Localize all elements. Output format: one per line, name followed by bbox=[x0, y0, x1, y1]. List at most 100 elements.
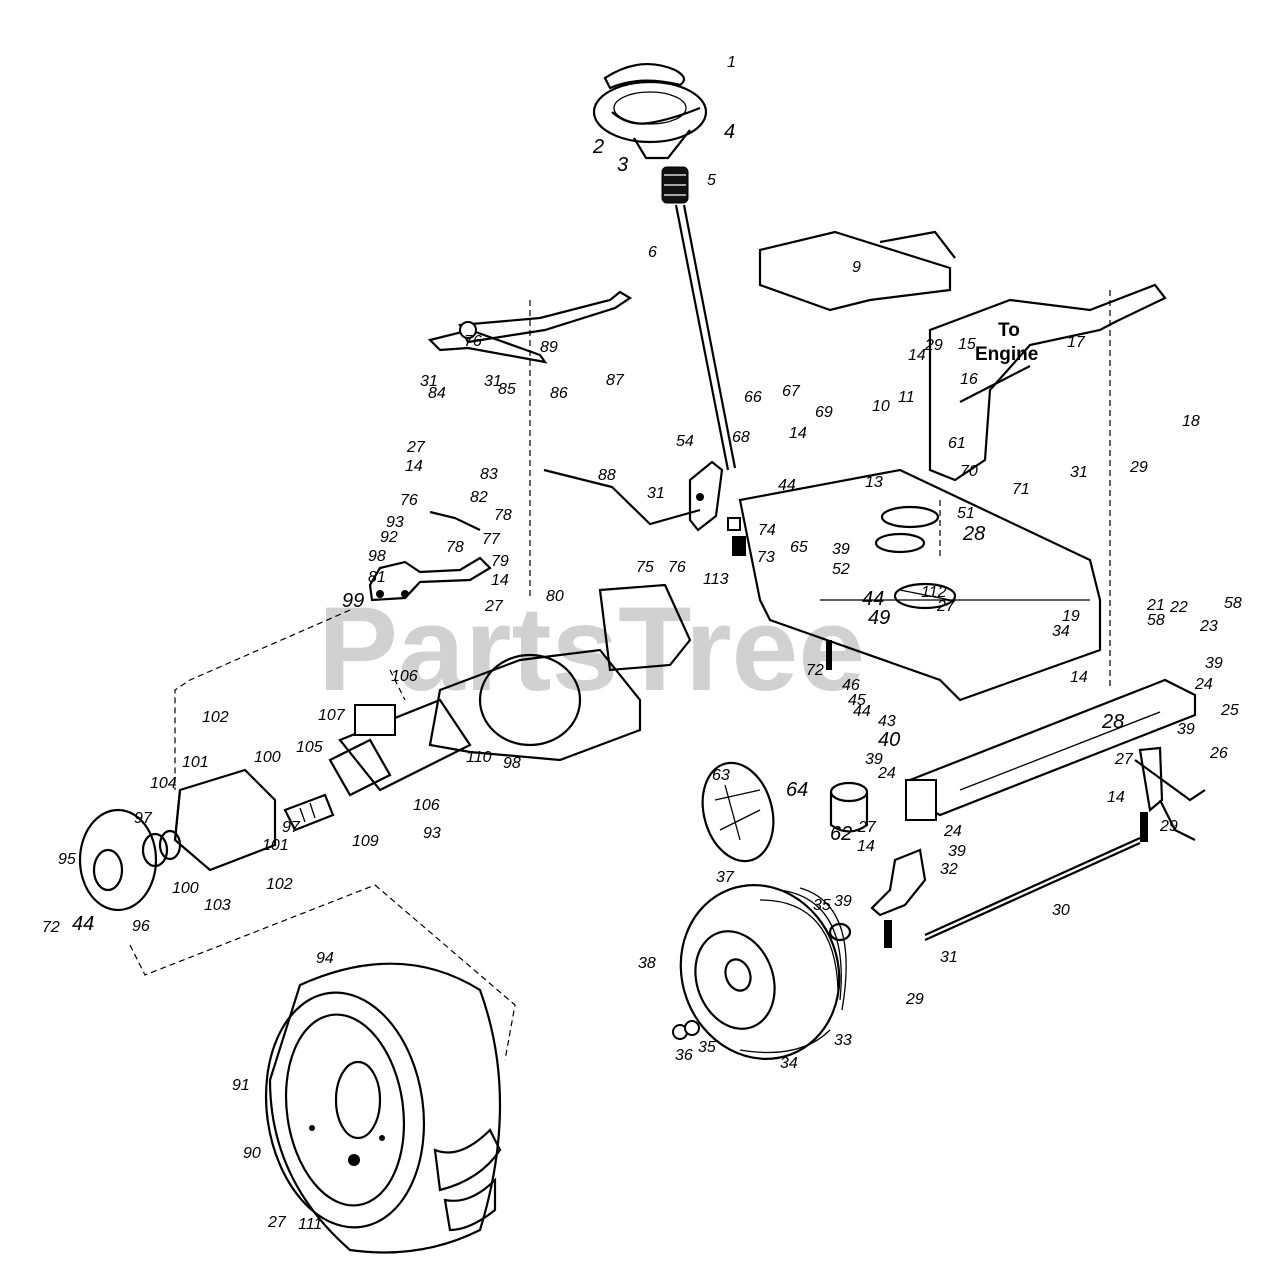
part-label: 77 bbox=[482, 531, 501, 548]
part-label: 43 bbox=[878, 713, 896, 730]
part-label: 107 bbox=[318, 707, 346, 724]
front-axle-beam bbox=[908, 678, 1197, 817]
part-label: 5 bbox=[707, 172, 716, 189]
part-label: 85 bbox=[498, 381, 516, 398]
part-label: 80 bbox=[546, 588, 564, 605]
part-label: 37 bbox=[716, 869, 735, 886]
part-label: 78 bbox=[494, 507, 512, 524]
part-label: 29 bbox=[905, 991, 924, 1008]
part-label: 76 bbox=[668, 559, 686, 576]
part-label: 35 bbox=[698, 1039, 716, 1056]
part-label: 39 bbox=[832, 541, 850, 558]
part-label: 44 bbox=[778, 477, 796, 494]
part-label: 102 bbox=[202, 709, 229, 726]
part-label: 29 bbox=[1159, 818, 1178, 835]
steering-shaft bbox=[674, 204, 737, 471]
part-label: 24 bbox=[1194, 676, 1213, 693]
part-label: 111 bbox=[298, 1216, 322, 1233]
axle-pivot-bushing bbox=[829, 779, 937, 833]
part-label: 98 bbox=[503, 755, 521, 772]
part-label: 29 bbox=[924, 337, 943, 354]
frame-main-plate bbox=[738, 468, 1102, 702]
part-label: 39 bbox=[948, 843, 966, 860]
part-label: 18 bbox=[1182, 413, 1200, 430]
part-label: 113 bbox=[703, 571, 729, 588]
part-label: 64 bbox=[786, 779, 808, 801]
part-labels: 1 2 3 4 5 6 9 10 11 13 14 14 14 14 14 14… bbox=[42, 54, 1242, 1233]
part-label: 91 bbox=[232, 1077, 250, 1094]
part-label: 75 bbox=[636, 559, 654, 576]
part-label: 95 bbox=[58, 851, 76, 868]
part-label: 96 bbox=[132, 918, 150, 935]
part-label: 105 bbox=[296, 739, 323, 756]
part-label: 103 bbox=[204, 897, 231, 914]
part-label: 6 bbox=[648, 244, 657, 261]
part-label: 32 bbox=[940, 861, 958, 878]
part-label: 102 bbox=[266, 876, 293, 893]
steering-gear-plate bbox=[688, 460, 724, 532]
part-label: 28 bbox=[962, 523, 985, 545]
part-label: 112 bbox=[921, 584, 947, 601]
part-label: 100 bbox=[254, 749, 281, 766]
lower-linkage-bracket bbox=[368, 556, 492, 602]
part-label: 100 bbox=[172, 880, 199, 897]
part-label: 39 bbox=[834, 893, 852, 910]
part-label: 76 bbox=[464, 333, 482, 350]
part-label: 81 bbox=[368, 569, 386, 586]
to-engine-callout: To Engine bbox=[959, 320, 1038, 403]
part-label: 67 bbox=[782, 383, 801, 400]
part-label: 49 bbox=[868, 607, 890, 629]
part-label: 27 bbox=[406, 439, 426, 456]
part-label: 27 bbox=[936, 598, 956, 615]
part-label: 90 bbox=[243, 1145, 261, 1162]
tie-rod-end-bolts bbox=[826, 640, 1148, 948]
part-label: 62 bbox=[830, 823, 852, 845]
part-label: 10 bbox=[872, 398, 890, 415]
front-tire bbox=[679, 884, 847, 1060]
part-label: 78 bbox=[446, 539, 464, 556]
part-label: 39 bbox=[1177, 721, 1195, 738]
part-label: 14 bbox=[405, 458, 423, 475]
part-label: 38 bbox=[638, 955, 656, 972]
part-label: 33 bbox=[834, 1032, 852, 1049]
frame-upper-bracket bbox=[758, 230, 956, 312]
hub-cap-63 bbox=[701, 761, 775, 863]
part-label: 13 bbox=[865, 474, 883, 491]
part-label: 93 bbox=[386, 514, 404, 531]
part-label: 31 bbox=[940, 949, 958, 966]
part-label: 106 bbox=[391, 668, 418, 685]
rear-tire bbox=[264, 962, 502, 1254]
part-label: 14 bbox=[857, 838, 875, 855]
part-label: 34 bbox=[1052, 623, 1070, 640]
part-label: 17 bbox=[1067, 334, 1086, 351]
part-label: 39 bbox=[1205, 655, 1223, 672]
sprocket-gear-upper bbox=[874, 505, 940, 554]
steering-spindle-lower bbox=[870, 848, 927, 917]
part-label: 97 bbox=[282, 819, 301, 836]
part-label: 11 bbox=[898, 389, 915, 406]
part-label: 76 bbox=[400, 492, 418, 509]
part-label: 98 bbox=[368, 548, 386, 565]
part-label: 83 bbox=[480, 466, 498, 483]
part-label: 15 bbox=[958, 336, 976, 353]
part-label: 16 bbox=[960, 371, 978, 388]
part-label: 54 bbox=[676, 433, 694, 450]
part-label: 82 bbox=[470, 489, 488, 506]
part-label: 104 bbox=[150, 775, 177, 792]
part-label: 36 bbox=[675, 1047, 693, 1064]
part-label: 24 bbox=[943, 823, 962, 840]
spindle-knuckle bbox=[173, 768, 277, 872]
part-label: 14 bbox=[1107, 789, 1125, 806]
part-label: 2 bbox=[592, 136, 604, 158]
part-label: 1 bbox=[727, 54, 736, 71]
part-label: 24 bbox=[877, 765, 896, 782]
part-label: 94 bbox=[316, 950, 334, 967]
part-label: 4 bbox=[724, 121, 735, 143]
pinion-gear bbox=[727, 517, 746, 556]
part-label: 31 bbox=[1070, 464, 1088, 481]
part-label: 88 bbox=[598, 467, 616, 484]
part-label: 101 bbox=[182, 754, 209, 771]
part-label: 25 bbox=[1220, 702, 1239, 719]
part-label: 39 bbox=[865, 751, 883, 768]
